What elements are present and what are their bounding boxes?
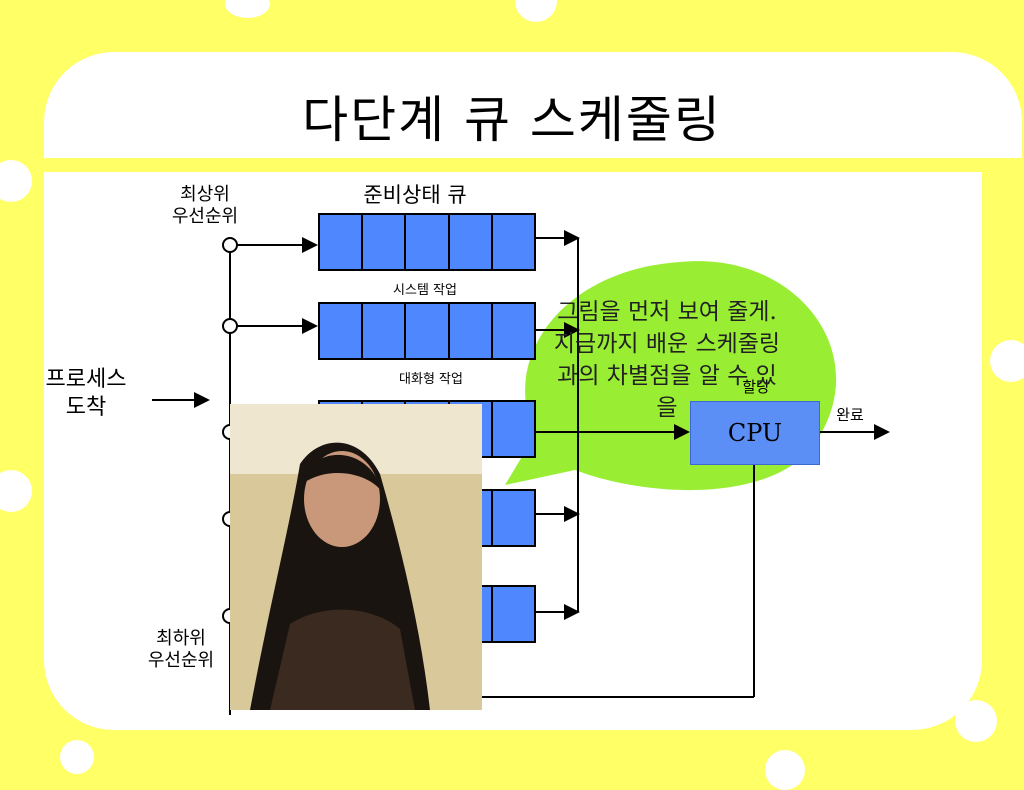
- process-arrival-label: 프로세스 도착: [45, 367, 127, 420]
- cpu-box: CPU: [690, 401, 820, 465]
- ready-queue-label: 준비상태 큐: [363, 183, 467, 207]
- speech-bubble-text: 그림을 먼저 보여 줄게. 지금까지 배운 스케줄링과의 차별점을 알 수 있을: [553, 299, 781, 421]
- background-dot: [225, 0, 270, 18]
- background-dot: [515, 0, 557, 22]
- title-panel: [44, 52, 1022, 158]
- queue-label-system: 시스템 작업: [393, 283, 457, 298]
- top-priority-label: 최상위 우선순위: [171, 184, 239, 227]
- complete-label: 완료: [836, 406, 864, 424]
- queue-interactive: [318, 302, 536, 360]
- presenter-video-overlay: [230, 404, 482, 710]
- slide-title: 다단계 큐 스케줄링: [302, 91, 722, 149]
- queue-system: [318, 213, 536, 271]
- queue-label-interactive: 대화형 작업: [399, 372, 463, 387]
- presenter-image: [230, 404, 482, 710]
- allocation-label: 할당: [742, 378, 770, 396]
- bottom-priority-label: 최하위 우선순위: [147, 628, 215, 671]
- background-dot: [990, 340, 1024, 382]
